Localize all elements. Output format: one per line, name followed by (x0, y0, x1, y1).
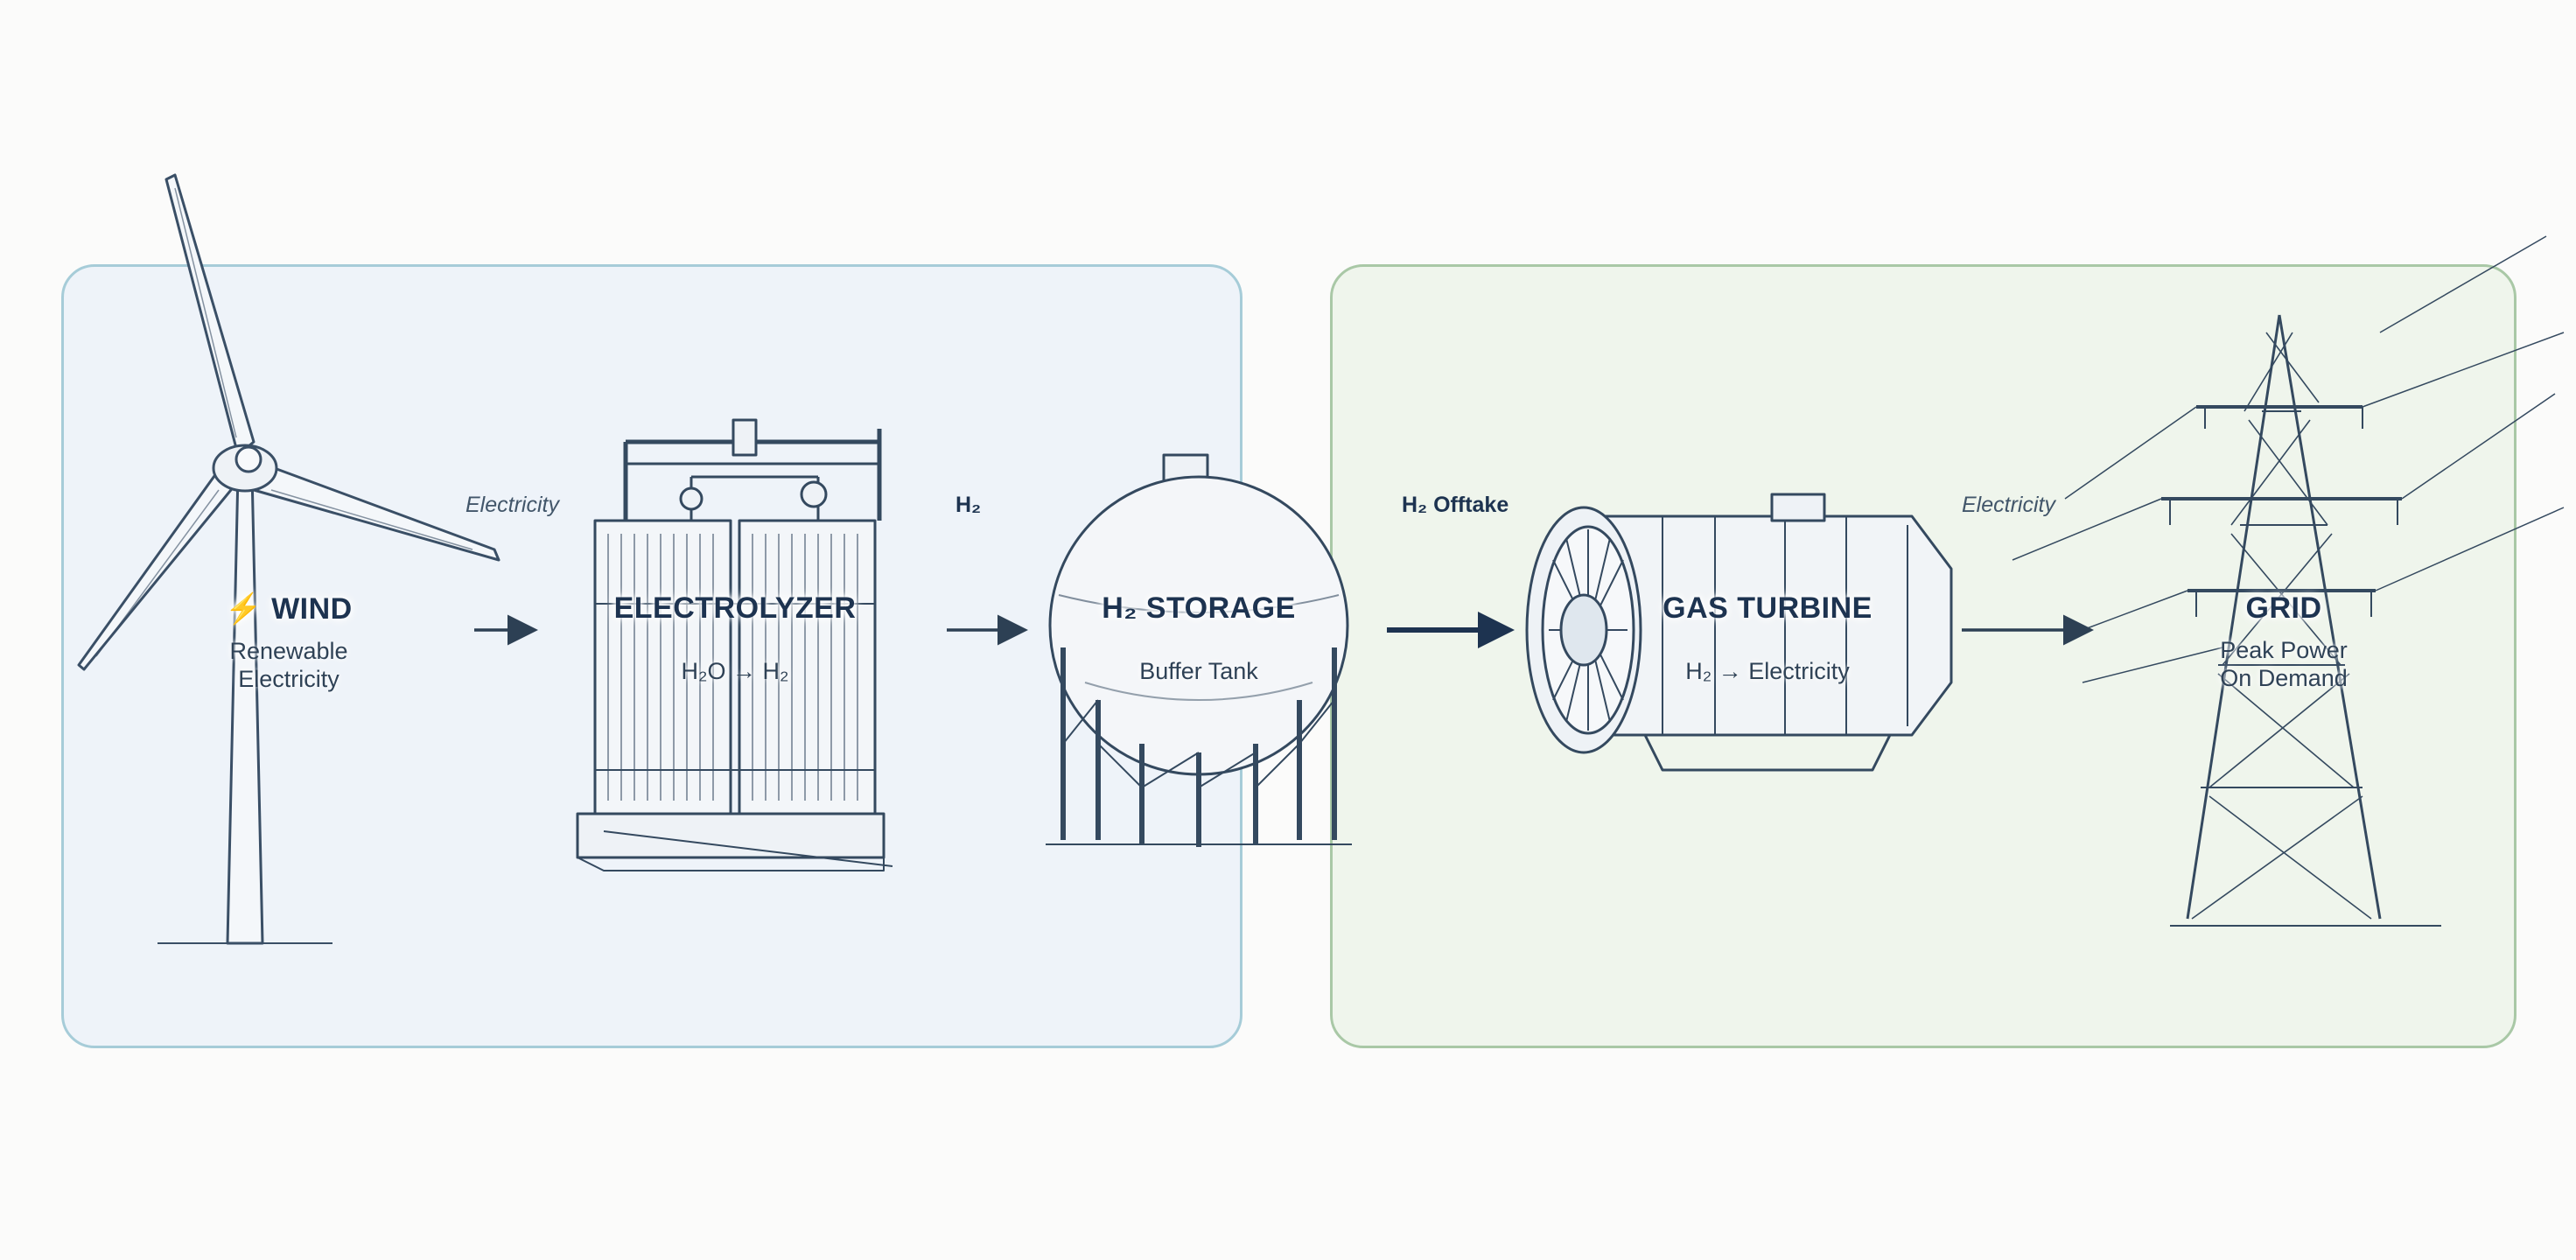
node-subtitle-line: Peak Power (2220, 637, 2348, 663)
node-wind: ⚡ WIND Renewable Electricity (192, 592, 385, 693)
node-title: GAS TURBINE (1662, 592, 1872, 625)
node-title: H₂ STORAGE (1102, 592, 1296, 625)
node-grid: GRID Peak Power On Demand (2196, 592, 2371, 692)
node-turbine: GAS TURBINE H₂ → Electricity (1628, 592, 1908, 685)
transmission-tower-icon (2012, 235, 2565, 927)
wind-turbine-icon (77, 173, 500, 945)
node-subtitle: H₂O → H₂ (681, 658, 789, 684)
node-subtitle-line: On Demand (2220, 665, 2348, 691)
node-title: ⚡ WIND (192, 592, 385, 626)
node-storage: H₂ STORAGE Buffer Tank (1068, 592, 1330, 685)
node-subtitle-line: Renewable (229, 638, 348, 664)
storage-tank-icon (1046, 453, 1352, 847)
node-title: GRID (2245, 592, 2322, 625)
lightning-icon: ⚡ (225, 592, 263, 626)
edge-label-h2-offtake: H₂ Offtake (1402, 493, 1509, 517)
node-subtitle: H₂ → Electricity (1685, 658, 1850, 684)
node-electrolyzer: ELECTROLYZER H₂O → H₂ (569, 592, 901, 685)
node-subtitle-line: Electricity (238, 666, 340, 692)
node-title: ELECTROLYZER (613, 592, 857, 625)
node-subtitle: Buffer Tank (1139, 658, 1258, 684)
edge-label-electricity: Electricity (466, 493, 559, 517)
node-title-text: WIND (271, 592, 353, 626)
node-subtitle: Renewable Electricity (192, 637, 385, 693)
electrolyzer-icon (576, 418, 893, 872)
node-subtitle: Peak Power On Demand (2196, 636, 2371, 692)
gas-turbine-icon (1525, 493, 1953, 772)
edge-label-h2: H₂ (956, 493, 982, 517)
edge-label-electricity: Electricity (1962, 493, 2055, 517)
